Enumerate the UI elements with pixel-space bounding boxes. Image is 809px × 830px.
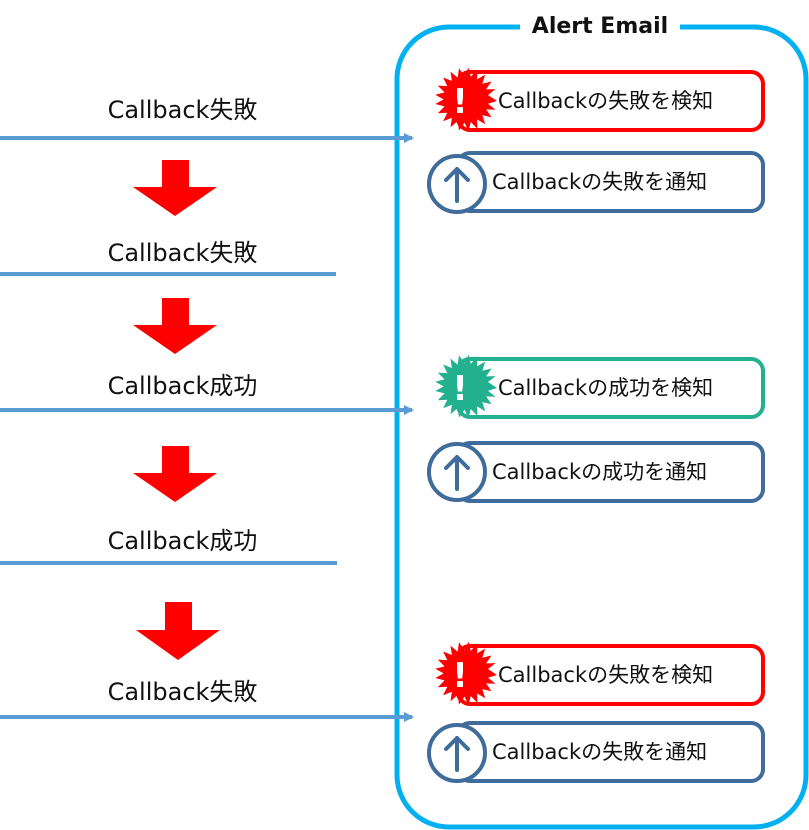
timeline-step-label: Callback成功 xyxy=(107,372,258,400)
notify-box-text: Callbackの失敗を通知 xyxy=(492,740,708,764)
detect-box-text: Callbackの失敗を検知 xyxy=(498,89,714,113)
down-arrow-icon xyxy=(133,160,217,216)
timeline-step-label: Callback失敗 xyxy=(107,239,258,267)
exclamation-glyph: ! xyxy=(452,656,468,696)
timeline-step-label: Callback失敗 xyxy=(107,96,258,124)
detect-box-text: Callbackの失敗を検知 xyxy=(498,663,714,687)
down-arrow-icon xyxy=(133,446,217,502)
exclamation-burst-icon xyxy=(435,641,497,706)
exclamation-burst-icon xyxy=(435,354,497,419)
detect-box-text: Callbackの成功を検知 xyxy=(498,376,714,400)
timeline-step-label: Callback失敗 xyxy=(107,678,258,706)
down-arrow-icon xyxy=(133,298,217,354)
down-arrow-icon xyxy=(136,602,220,660)
up-arrow-glyph xyxy=(444,736,470,772)
up-arrow-glyph xyxy=(444,455,470,491)
exclamation-glyph: ! xyxy=(452,82,468,122)
notify-box-text: Callbackの失敗を通知 xyxy=(492,170,708,194)
exclamation-glyph: ! xyxy=(452,369,468,409)
notify-box-text: Callbackの成功を通知 xyxy=(492,460,708,484)
timeline-step-label: Callback成功 xyxy=(107,527,258,555)
exclamation-burst-icon xyxy=(435,67,497,132)
alert-email-container xyxy=(394,24,809,830)
up-arrow-glyph xyxy=(444,167,470,203)
alert-email-title: Alert Email xyxy=(520,13,680,41)
